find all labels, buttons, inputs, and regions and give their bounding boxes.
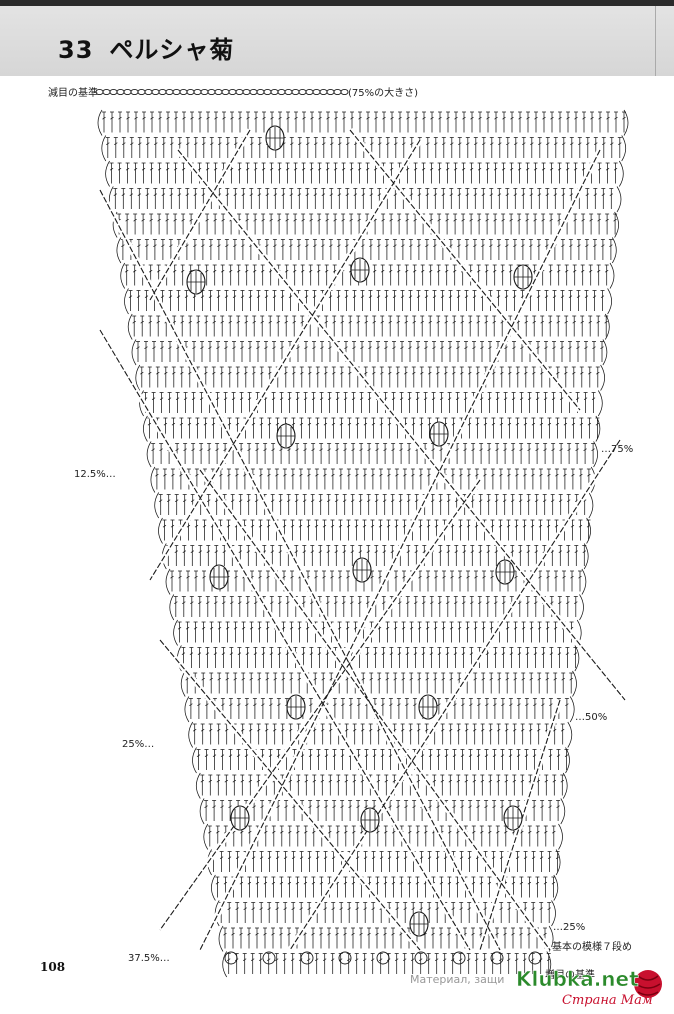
stitch-symbols [97,109,629,978]
puff-stitch-icon [513,264,533,290]
label-right-2: …50% [575,712,608,723]
puff-motifs [186,125,533,937]
watermark-logo: Klubka.net Страна Мам [510,962,670,1010]
puff-stitch-icon [209,564,229,590]
label-left-1: 12.5%… [74,469,116,480]
puff-stitch-icon [276,423,296,449]
puff-stitch-icon [186,269,206,295]
label-top-right: (75%の大きさ) [348,88,419,99]
puff-stitch-icon [352,557,372,583]
puff-stitch-icon [265,125,285,151]
label-right-3: …25% [553,922,586,933]
puff-stitch-icon [503,805,523,831]
puff-stitch-icon [230,805,250,831]
label-left-3: 37.5%… [128,953,170,964]
stitch-rows [97,109,629,978]
puff-stitch-icon [286,694,306,720]
puff-stitch-icon [418,694,438,720]
pattern-number: 33 [58,36,94,64]
page-number: 108 [40,960,66,974]
yarn-ball-icon [634,970,662,998]
logo-text: Klubka.net [516,967,639,991]
label-right-1: …75% [601,444,634,455]
pattern-title: ペルシャ菊 [109,36,235,64]
puff-stitch-icon [429,421,449,447]
puff-stitch-icon [360,807,380,833]
label-bottom-right-1: 基本の模様７段め [552,942,632,953]
label-bottom-right-2: 増目の基準 [545,970,595,981]
chain-stitches [95,88,542,965]
page-header: 33 ペルシャ菊 [0,0,674,76]
puff-stitch-icon [495,559,515,585]
logo-subtext: Страна Мам [562,993,653,1008]
page-title: 33 ペルシャ菊 [58,30,250,65]
puff-stitch-icon [350,257,370,283]
label-top-left: 減目の基準 [48,88,98,99]
picot-chain [95,88,542,965]
puff-stitch-icon [409,911,429,937]
header-divider [655,6,656,76]
watermark-text: Материал, защи [410,973,505,986]
label-left-2: 25%… [122,739,155,750]
header-top-bar [0,0,674,6]
